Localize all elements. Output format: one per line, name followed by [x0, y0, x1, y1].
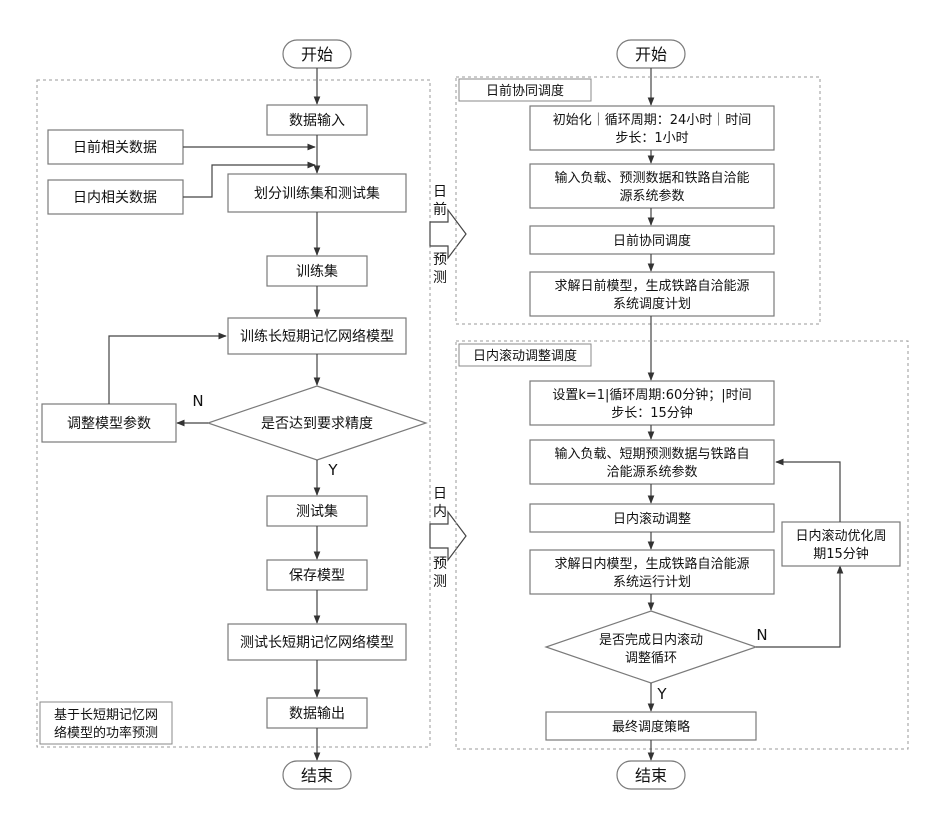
adjust-params-label: 调整模型参数	[67, 415, 151, 432]
final-strategy-label: 最终调度策略	[612, 719, 690, 735]
input-short-term-line1: 输入负载、短期预测数据与铁路自	[554, 446, 749, 462]
left-caption-line2: 络模型的功率预测	[54, 725, 158, 741]
input-params-line2: 源系统参数	[619, 188, 684, 204]
test-set-label: 测试集	[296, 503, 338, 520]
intraday-adjust-label: 日内滚动调整	[613, 511, 691, 527]
arrow-adjust-retrain	[109, 336, 226, 404]
intraday-char-2: 内	[433, 504, 447, 520]
intraday-period-line1: 日内滚动优化周	[795, 528, 886, 544]
train-set-label: 训练集	[296, 263, 338, 280]
data-output-label: 数据输出	[289, 706, 345, 722]
solve-intraday-line1: 求解日内模型，生成铁路自洽能源	[554, 556, 749, 572]
left-end-label: 结束	[301, 766, 333, 785]
init-line1: 初始化｜循环周期：24小时｜时间	[553, 113, 752, 128]
intraday-char-4: 测	[433, 574, 447, 590]
loop-decision-line1: 是否完成日内滚动	[599, 632, 703, 648]
precision-yes-label: Y	[327, 461, 338, 479]
intraday-char-3: 预	[433, 556, 447, 572]
solve-day-ahead-line2: 系统调度计划	[613, 296, 691, 312]
right-start-label: 开始	[635, 45, 667, 64]
intraday-data-label: 日内相关数据	[73, 190, 157, 206]
right-end-label: 结束	[635, 766, 667, 785]
arrow-period-reinput	[776, 462, 840, 522]
day-ahead-dispatch-label: 日前协同调度	[613, 233, 691, 249]
loop-decision-line2: 调整循环	[625, 651, 677, 666]
left-start-label: 开始	[301, 45, 333, 64]
set-k-line2: 步长：15分钟	[611, 405, 693, 421]
set-k-line1: 设置k=1|循环周期:60分钟；|时间	[552, 387, 751, 403]
split-sets-label: 划分训练集和测试集	[254, 185, 380, 202]
init-line2: 步长：1小时	[615, 131, 688, 146]
day-ahead-char-1: 日	[433, 184, 447, 200]
loop-yes-label: Y	[656, 685, 667, 703]
input-params-line1: 输入负载、预测数据和铁路自洽能	[554, 170, 749, 186]
day-ahead-char-3: 预	[433, 252, 447, 268]
day-ahead-group-label: 日前协同调度	[486, 83, 564, 99]
day-ahead-char-4: 测	[433, 270, 447, 286]
left-caption-line1: 基于长短期记忆网	[54, 707, 158, 723]
day-ahead-char-2: 前	[433, 201, 447, 218]
input-short-term-line2: 洽能源系统参数	[606, 464, 697, 480]
test-model-label: 测试长短期记忆网络模型	[240, 635, 394, 651]
precision-no-label: N	[192, 392, 203, 410]
data-input-label: 数据输入	[289, 113, 345, 129]
intraday-period-line2: 期15分钟	[813, 546, 869, 562]
day-ahead-data-label: 日前相关数据	[73, 139, 157, 156]
intraday-group-label: 日内滚动调整调度	[473, 348, 577, 364]
precision-decision-label: 是否达到要求精度	[261, 416, 373, 432]
solve-intraday-line2: 系统运行计划	[613, 575, 691, 590]
save-model-label: 保存模型	[289, 568, 345, 584]
train-model-label: 训练长短期记忆网络模型	[240, 329, 394, 345]
solve-day-ahead-line1: 求解日前模型，生成铁路自洽能源	[554, 278, 749, 294]
loop-no-label: N	[756, 626, 767, 644]
intraday-char-1: 日	[433, 486, 447, 502]
